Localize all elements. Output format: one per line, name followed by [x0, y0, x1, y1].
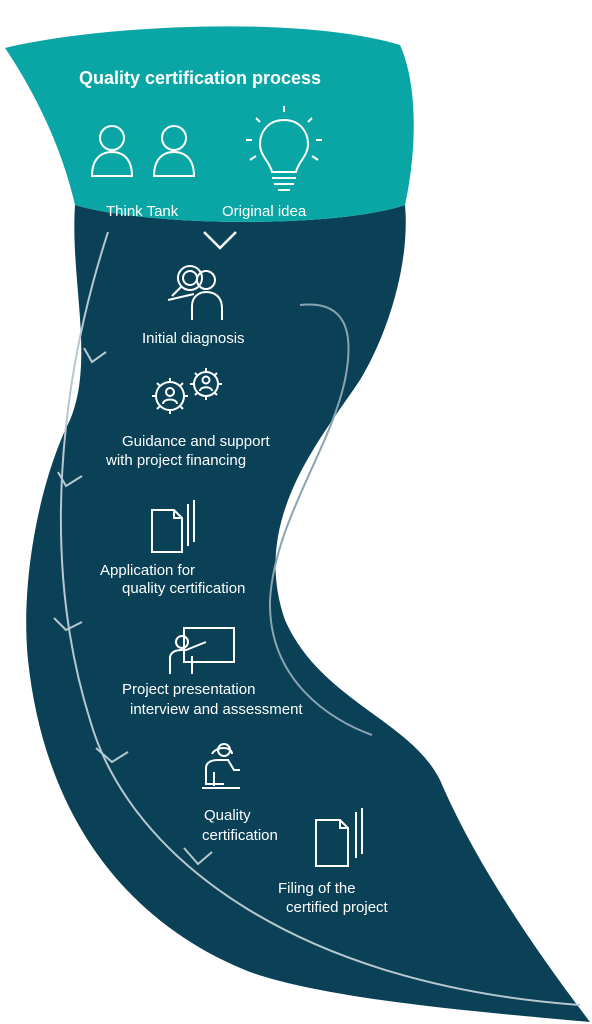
step-3-label-line2: quality certification — [122, 580, 246, 597]
step-2-label-line1: Guidance and support — [122, 433, 270, 450]
gears-people-icon — [148, 364, 228, 420]
chevron-down-icon — [183, 847, 213, 866]
lightbulb-icon — [244, 104, 324, 196]
header-shape — [5, 26, 414, 222]
header-arrow-icon — [203, 231, 237, 250]
step-6-label-line2: certified project — [286, 899, 388, 916]
chevron-down-icon — [83, 347, 107, 364]
chevron-down-icon — [53, 617, 83, 632]
step-5-label-line2: certification — [202, 827, 278, 844]
worker-icon — [198, 742, 244, 790]
chevron-down-icon — [57, 471, 83, 488]
documents-icon — [314, 806, 366, 868]
step-1-label: Initial diagnosis — [142, 330, 245, 347]
process-guide-curve — [59, 231, 581, 1006]
header-label-think-tank: Think Tank — [106, 203, 179, 220]
step-5-label-line1: Quality — [204, 807, 251, 824]
inner-guide-curve — [268, 303, 373, 736]
chevron-down-icon — [95, 747, 129, 764]
people-icon — [88, 120, 200, 180]
presentation-icon — [166, 624, 238, 676]
header-label-original-idea: Original idea — [222, 203, 307, 220]
magnifier-person-icon — [166, 262, 228, 324]
step-4-label-line1: Project presentation — [122, 681, 256, 698]
documents-icon — [150, 498, 198, 554]
step-6-label-line1: Filing of the — [278, 880, 356, 897]
step-3-label-line1: Application for — [100, 562, 196, 579]
diagram-title: Quality certification process — [78, 68, 322, 88]
step-2-label-line2: with project financing — [106, 452, 247, 469]
step-4-label-line2: interview and assessment — [130, 701, 303, 718]
